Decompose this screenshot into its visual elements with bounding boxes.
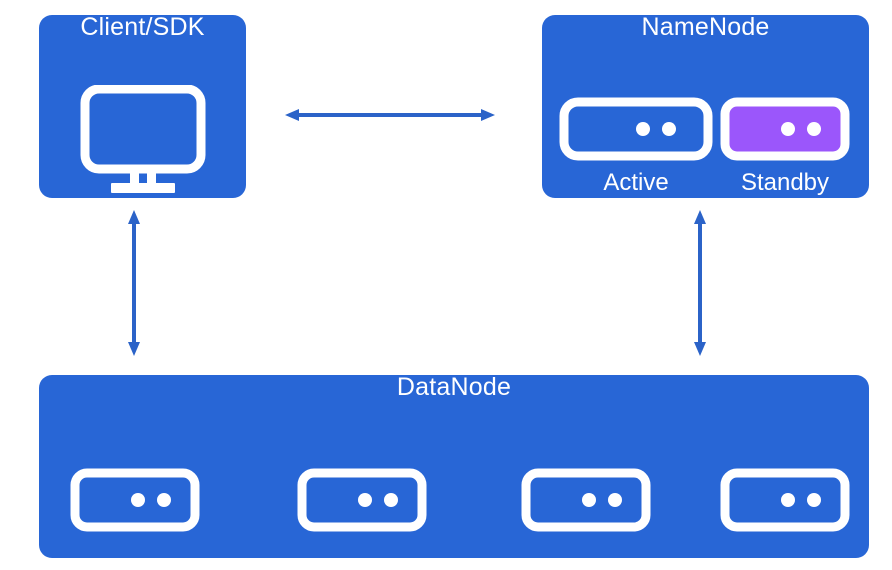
namenode-instance-active[interactable]: Active — [559, 97, 713, 195]
server-icon — [297, 468, 427, 532]
double-arrow-vertical-icon — [124, 210, 144, 356]
datanode-instance[interactable] — [521, 468, 651, 532]
namenode-standby-label: Standby — [740, 169, 830, 196]
datanode-instance[interactable] — [720, 468, 850, 532]
double-arrow-vertical-icon — [690, 210, 710, 356]
datanode-instance[interactable] — [70, 468, 200, 532]
server-icon — [720, 468, 850, 532]
namenode-node[interactable]: NameNode Active Standby — [542, 15, 869, 198]
client-sdk-label: Client/SDK — [80, 13, 205, 41]
namenode-label: NameNode — [641, 13, 770, 41]
monitor-icon — [80, 84, 206, 193]
server-icon — [521, 468, 651, 532]
namenode-active-label: Active — [603, 169, 669, 196]
datanode-instance[interactable] — [297, 468, 427, 532]
datanode-node[interactable]: DataNode — [39, 375, 869, 558]
datanode-label: DataNode — [396, 373, 512, 401]
client-sdk-node[interactable]: Client/SDK — [39, 15, 246, 198]
server-icon — [559, 97, 713, 161]
double-arrow-horizontal-icon — [285, 105, 495, 125]
server-icon — [720, 97, 850, 161]
server-icon — [70, 468, 200, 532]
namenode-instance-standby[interactable]: Standby — [720, 97, 850, 195]
